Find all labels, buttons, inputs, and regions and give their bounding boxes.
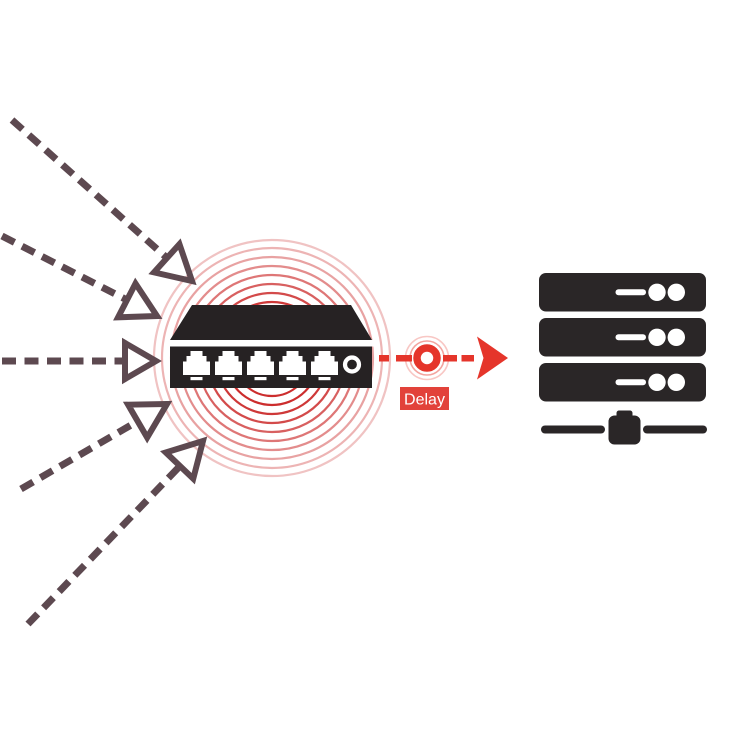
ethernet-port-icon: [279, 351, 306, 375]
ethernet-port-icon: [311, 351, 338, 375]
port-label-dash: [190, 377, 203, 381]
server-light-icon: [648, 283, 666, 301]
delay-badge-bg: [400, 387, 449, 410]
server-light-icon: [667, 283, 685, 301]
switch-lid: [170, 305, 372, 340]
network-connector-icon: [541, 410, 707, 445]
attack-arrow-line: [0, 232, 129, 304]
delay-badge-label: Delay: [404, 392, 445, 409]
delay-link: [379, 335, 508, 381]
ethernet-ports: [183, 351, 338, 381]
switch-separator: [168, 340, 374, 347]
port-label-dash: [222, 377, 235, 381]
attack-arrowhead-icon: [148, 238, 197, 286]
ring: [409, 340, 445, 376]
delay-arrowhead-icon: [477, 336, 508, 380]
server-slot-dash: [615, 334, 646, 341]
port-label-dash: [254, 377, 267, 381]
ring: [404, 335, 450, 381]
delay-dash: [379, 355, 389, 362]
attack-arrow-4: [19, 400, 173, 493]
delay-dash: [396, 355, 412, 362]
attack-arrowhead-icon: [113, 277, 163, 321]
attack-arrow-line: [19, 417, 140, 493]
attack-arrow-line: [9, 117, 170, 261]
server-unit: [539, 273, 706, 312]
attack-arrow-3: [2, 337, 162, 385]
ethernet-port-icon: [183, 351, 210, 375]
server-light-icon: [667, 328, 685, 346]
connector-bar-right: [643, 425, 707, 434]
power-led-icon: [342, 355, 362, 374]
server-unit: [539, 318, 706, 357]
delay-node-icon: [413, 344, 441, 372]
server-light-icon: [648, 328, 666, 346]
server-rack-icon: [539, 273, 707, 445]
attack-arrowhead-icon: [122, 337, 162, 385]
server-light-icon: [667, 373, 685, 391]
attack-arrowhead-icon: [160, 436, 208, 485]
attack-arrowhead-icon: [122, 400, 173, 444]
network-switch-icon: [168, 305, 374, 388]
delay-dash: [443, 355, 457, 362]
server-slot-dash: [615, 289, 646, 296]
connector-plug-body: [608, 415, 641, 445]
ethernet-port-icon: [247, 351, 274, 375]
port-label-dash: [318, 377, 331, 381]
server-slot-dash: [615, 379, 646, 386]
attack-arrow-1: [9, 117, 197, 286]
attack-arrow-2: [0, 232, 163, 321]
attack-arrow-line: [25, 463, 183, 627]
server-unit: [539, 363, 706, 402]
delay-badge: Delay: [400, 387, 449, 410]
server-light-icon: [648, 373, 666, 391]
delay-dash: [461, 355, 474, 362]
attack-arrows: [0, 117, 208, 627]
ethernet-port-icon: [215, 351, 242, 375]
delay-node-rings: [404, 335, 450, 381]
connector-bar-left: [541, 425, 605, 434]
attack-arrow-5: [25, 436, 208, 627]
port-label-dash: [286, 377, 299, 381]
